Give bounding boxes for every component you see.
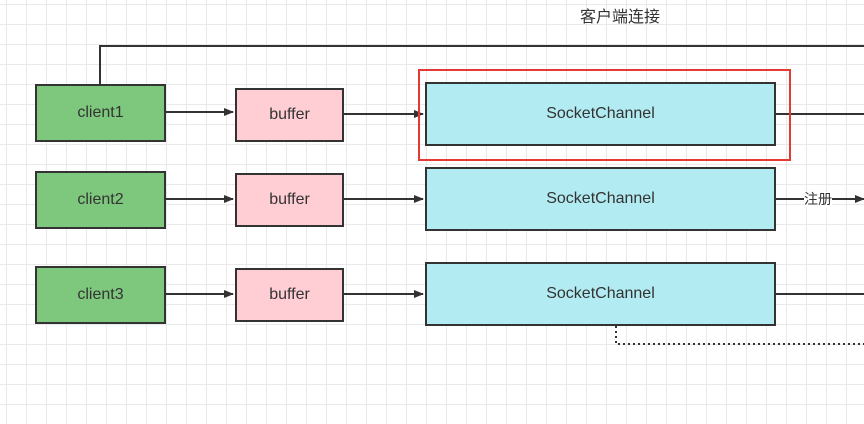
channel3-dotted-line: [615, 326, 864, 345]
client1-connect-line: [99, 45, 864, 84]
buffer3-node[interactable]: buffer: [235, 268, 344, 322]
client1-node[interactable]: client1: [35, 84, 166, 142]
socket-channel3-node[interactable]: SocketChannel: [425, 262, 776, 326]
client2-node[interactable]: client2: [35, 171, 166, 229]
register-edge-label: 注册: [804, 192, 832, 208]
client3-node[interactable]: client3: [35, 266, 166, 324]
buffer2-node[interactable]: buffer: [235, 173, 344, 227]
socket-channel2-node[interactable]: SocketChannel: [425, 167, 776, 231]
buffer1-node[interactable]: buffer: [235, 88, 344, 142]
client-connection-caption: 客户端连接: [579, 7, 660, 26]
socket-channel1-node[interactable]: SocketChannel: [425, 82, 776, 146]
highlight-frame: [418, 69, 791, 161]
